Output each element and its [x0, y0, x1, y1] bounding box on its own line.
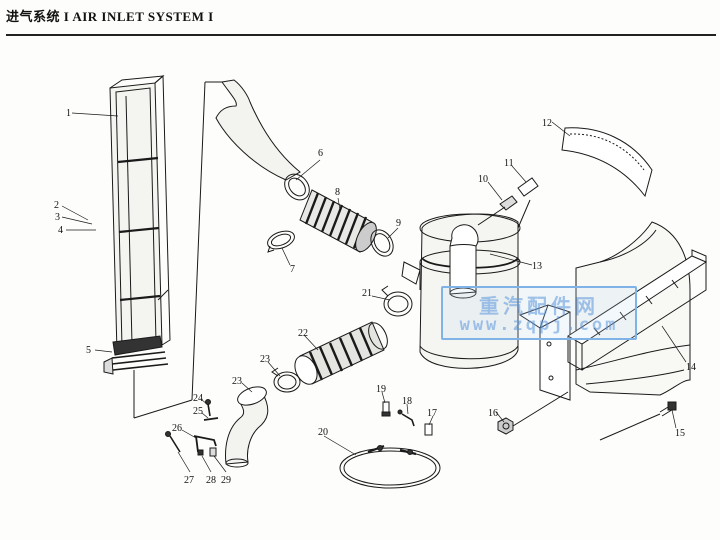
part-clamp-21	[381, 285, 413, 317]
part-lower-elbow	[225, 386, 269, 468]
part-bellows-hose	[299, 189, 377, 253]
callout-14: 14	[686, 362, 696, 373]
part-lower-bellows	[294, 321, 388, 385]
part-clamp-9	[370, 229, 394, 257]
callout-23: 23	[260, 354, 270, 365]
callout-13: 13	[532, 261, 542, 272]
callout-26: 26	[172, 423, 182, 434]
callout-9: 9	[396, 218, 401, 229]
callout-17: 17	[427, 408, 437, 419]
watermark: 重汽配件网 www.zqpj.com	[441, 286, 637, 340]
callout-3: 3	[55, 212, 60, 223]
callout-18: 18	[402, 396, 412, 407]
callout-12: 12	[542, 118, 552, 129]
callout-23-elbow: 23	[232, 376, 242, 387]
callout-8: 8	[335, 187, 340, 198]
part-clamp-7	[267, 230, 295, 253]
callout-24: 24	[193, 393, 203, 404]
callout-10: 10	[478, 174, 488, 185]
callout-labels: 1 2 3 4 5 6 7 8 9 10 11 12 13 14 15 16 1…	[54, 108, 696, 486]
part-clamp-23	[271, 367, 301, 393]
part-cover-plate	[561, 127, 653, 198]
callout-19: 19	[376, 384, 386, 395]
part-fitting-10-11	[477, 177, 539, 226]
callout-1: 1	[66, 108, 71, 119]
callout-11: 11	[504, 158, 514, 169]
part-intake-duct	[103, 74, 171, 375]
part-small-hardware	[165, 399, 219, 457]
callout-2: 2	[54, 200, 59, 211]
header-rule	[6, 34, 716, 36]
part-nut-16	[497, 417, 514, 435]
leader-lines	[61, 112, 687, 473]
callout-27: 27	[184, 475, 194, 486]
part-air-cleaner	[401, 199, 571, 401]
callout-7: 7	[290, 264, 295, 275]
callout-22: 22	[298, 328, 308, 339]
part-upper-elbow	[215, 79, 310, 201]
callout-29: 29	[221, 475, 231, 486]
part-bracket	[567, 221, 708, 396]
callout-28: 28	[206, 475, 216, 486]
watermark-title: 重汽配件网	[479, 294, 599, 318]
callout-20: 20	[318, 427, 328, 438]
callout-15: 15	[675, 428, 685, 439]
callout-16: 16	[488, 408, 498, 419]
part-fittings-17-19	[381, 401, 433, 436]
page-title: 进气系统 I AIR INLET SYSTEM I	[6, 9, 214, 24]
callout-21: 21	[362, 288, 372, 299]
callout-5: 5	[86, 345, 91, 356]
part-band-clamp	[339, 444, 441, 489]
callout-6: 6	[318, 148, 323, 159]
callout-4: 4	[58, 225, 63, 236]
watermark-url: www.zqpj.com	[459, 315, 619, 335]
callout-25: 25	[193, 406, 203, 417]
part-bolt-15	[659, 401, 677, 417]
